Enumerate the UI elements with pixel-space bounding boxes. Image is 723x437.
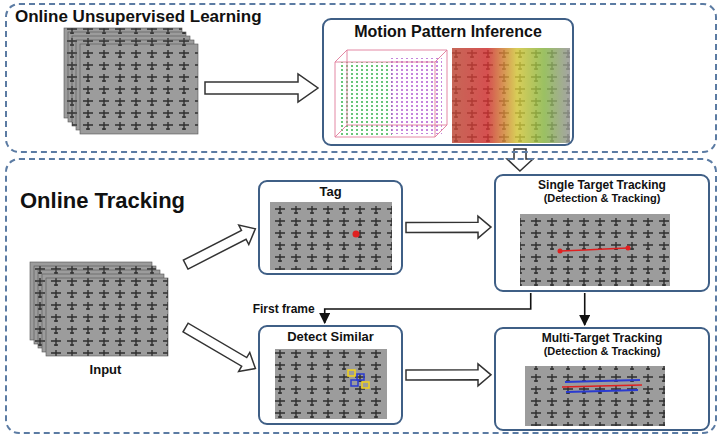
region-title: Online Tracking (20, 188, 185, 214)
detection-box (362, 382, 369, 388)
flow-arrow (183, 323, 255, 371)
box-subtitle: (Detection & Tracking) (544, 345, 661, 358)
region-title: Online Unsupervised Learning (15, 7, 262, 27)
frame-stack (30, 262, 168, 356)
box-title: Motion Pattern Inference (354, 22, 542, 41)
group-region: Online TrackingInput Tag Single Target Tra… (5, 158, 717, 434)
heat-field (452, 48, 570, 143)
box-title: Input (90, 362, 122, 378)
target-dot (353, 231, 360, 238)
edge-label: First frame (251, 302, 317, 316)
multi-track-image (525, 366, 665, 426)
connector-layer (183, 149, 585, 386)
video-frame (525, 366, 665, 426)
single-track-image (520, 214, 670, 286)
box-title: Tag (319, 184, 341, 200)
track-line (560, 248, 628, 251)
video-frame (520, 214, 670, 286)
track-line (566, 390, 638, 392)
box-title: Single Target Tracking (538, 178, 666, 192)
tag-image (270, 202, 392, 270)
input-stack: Input (28, 260, 183, 380)
process-box: Single Target Tracking(Detection & Track… (494, 174, 710, 292)
group-region: Online Unsupervised LearningMotion Patte… (5, 3, 717, 153)
process-box: Motion Pattern Inference (322, 18, 574, 146)
track-line (565, 380, 640, 382)
detection-box (357, 374, 364, 380)
scatter-plot (335, 50, 447, 137)
box-subtitle: (Detection & Tracking) (544, 192, 661, 205)
video-frame (270, 202, 392, 270)
detection-box (348, 370, 355, 376)
process-box: Multi-Target Tracking(Detection & Tracki… (494, 327, 710, 431)
connector-line (584, 293, 586, 325)
heat-overlay (452, 48, 570, 143)
flow-arrow (406, 364, 491, 386)
track-line (562, 385, 642, 387)
flow-arrow (406, 216, 491, 238)
box-title: Detect Similar (287, 329, 374, 345)
wireframe-cube (335, 50, 447, 137)
frame-stack (64, 28, 198, 134)
box-title: Multi-Target Tracking (542, 331, 662, 345)
detect-image (275, 349, 387, 419)
purple-cluster (390, 58, 442, 134)
heat-map (452, 48, 570, 143)
video-frame (80, 44, 198, 134)
detection-box (351, 380, 358, 386)
video-frame (46, 278, 168, 356)
video-frame (275, 349, 387, 419)
process-box: Detect Similar (258, 325, 403, 425)
track-point (558, 249, 563, 254)
connector-line (325, 293, 531, 323)
flow-arrow (183, 225, 255, 269)
process-box: Tag (258, 180, 403, 275)
track-point (626, 246, 631, 251)
flow-arrow (205, 74, 318, 102)
